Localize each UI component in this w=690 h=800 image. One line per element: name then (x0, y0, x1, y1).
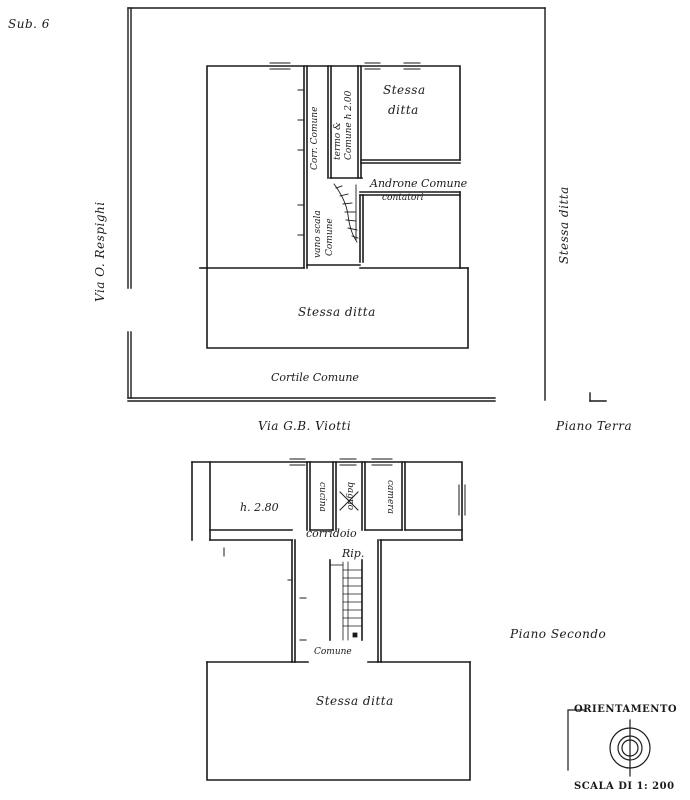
ne-room-line1: Stessa (383, 83, 426, 97)
sheet-sub-label: Sub. 6 (8, 17, 50, 31)
second-floor-walls (209, 461, 463, 663)
ground-main-room-label: Stessa ditta (298, 305, 376, 319)
ground-floor-windows (269, 62, 421, 70)
corridor-common-label: Corr. Comune (310, 106, 320, 170)
closed-common-line1: termo & (333, 121, 343, 160)
ne-room-line2: ditta (388, 103, 419, 117)
closed-common-line2: Comune h 2.00 (344, 90, 354, 160)
street-south-label: Via G.B. Viotti (258, 419, 352, 433)
storage-label: Rip. (342, 547, 365, 560)
androne-label-line1: Androne Comune (370, 177, 468, 190)
ground-floor-stair (333, 183, 359, 243)
ground-floor-title: Piano Terra (556, 419, 633, 433)
orientation-label: ORIENTAMENTO (574, 704, 678, 715)
bathroom-label: bagno (345, 482, 355, 511)
second-floor-stair (329, 561, 363, 641)
second-floor-title: Piano Secondo (510, 627, 607, 641)
corridor-label: corridoio (306, 527, 357, 540)
ground-floor-outline (199, 65, 469, 349)
property-boundary (127, 7, 607, 402)
androne-label-line2: contatori (382, 193, 424, 203)
second-floor-doors (223, 491, 359, 641)
bedroom-label: camera (385, 480, 395, 514)
height-note: h. 2.80 (240, 501, 279, 514)
ground-floor-doors (297, 89, 456, 236)
east-property-label: Stessa ditta (557, 186, 571, 264)
kitchen-label: cucina (317, 482, 327, 512)
ground-floor-walls (206, 65, 461, 269)
second-common-label: Comune (314, 647, 352, 657)
stair-label-line1: vano scala (313, 210, 323, 258)
courtyard-label: Cortile Comune (271, 371, 359, 384)
second-main-room-label: Stessa ditta (316, 694, 394, 708)
second-floor-outline (191, 461, 471, 781)
stair-label-line2: Comune (325, 218, 335, 256)
orientation-symbol (567, 709, 651, 777)
scale-label: SCALA DI 1: 200 (574, 781, 675, 792)
second-floor-windows (289, 458, 466, 516)
street-west-label: Via O. Respighi (93, 201, 107, 302)
